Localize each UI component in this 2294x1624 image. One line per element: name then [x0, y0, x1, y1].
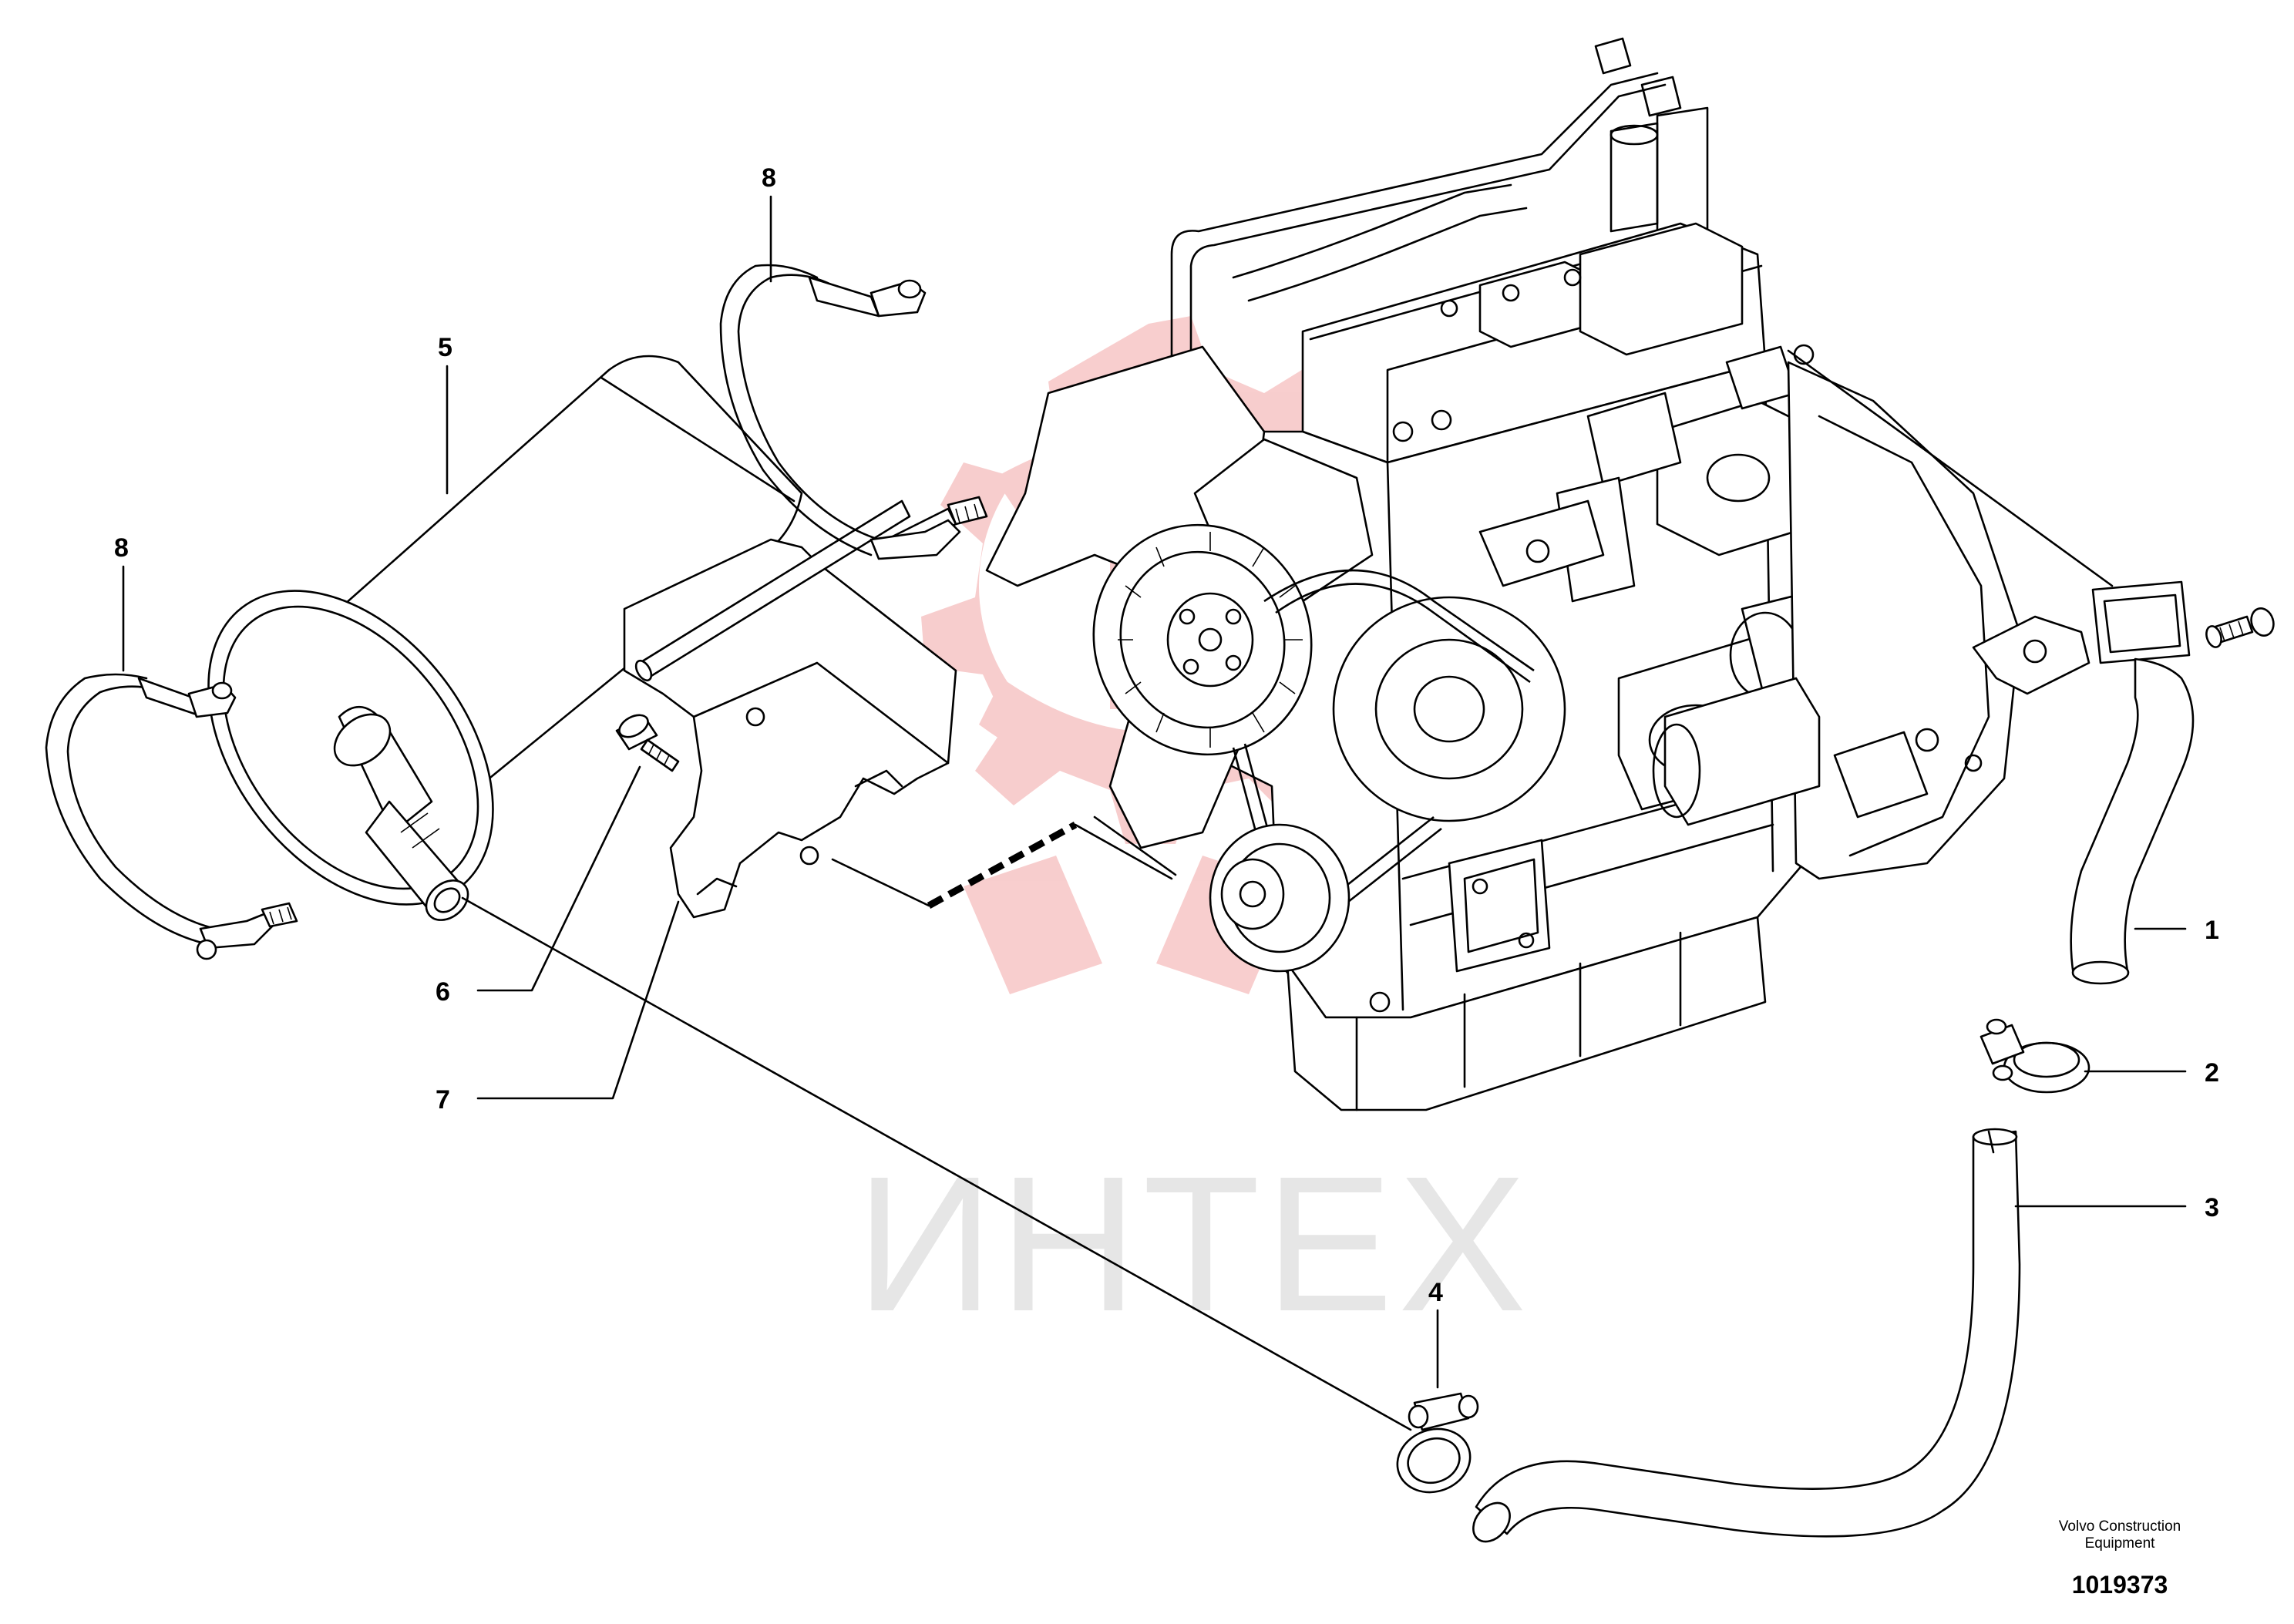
- callout-2: 2: [2205, 1058, 2219, 1088]
- callout-8-upper: 8: [762, 163, 776, 193]
- callout-7: 7: [436, 1085, 450, 1115]
- callout-4: 4: [1428, 1278, 1443, 1307]
- manufacturer-label: Volvo Construction Equipment: [2035, 1518, 2205, 1552]
- manufacturer-line-1: Volvo Construction: [2058, 1518, 2181, 1535]
- callout-5: 5: [438, 333, 452, 362]
- clamp-strap-lower: [45, 673, 298, 960]
- tailpipe: [1472, 1128, 2021, 1543]
- leader-lines: [122, 195, 2187, 1389]
- watermark-text: ИНТЕХ: [856, 1136, 1531, 1351]
- callout-8-lower: 8: [114, 533, 129, 563]
- assembly-lines: [461, 349, 2114, 1431]
- drawing-number: 1019373: [2071, 1571, 2168, 1599]
- hose-clamp: [1980, 1018, 2090, 1094]
- bolt: [615, 714, 680, 772]
- callout-6: 6: [436, 977, 450, 1007]
- clamp-strap-upper: [719, 264, 988, 560]
- muffler: [207, 355, 803, 921]
- exhaust-elbow: [2070, 580, 2275, 985]
- callout-3: 3: [2205, 1193, 2219, 1222]
- manufacturer-line-2: Equipment: [2084, 1535, 2155, 1552]
- engine-assembly: [985, 37, 2090, 1111]
- pipe-clamp: [1396, 1392, 1479, 1494]
- callout-1: 1: [2205, 916, 2219, 945]
